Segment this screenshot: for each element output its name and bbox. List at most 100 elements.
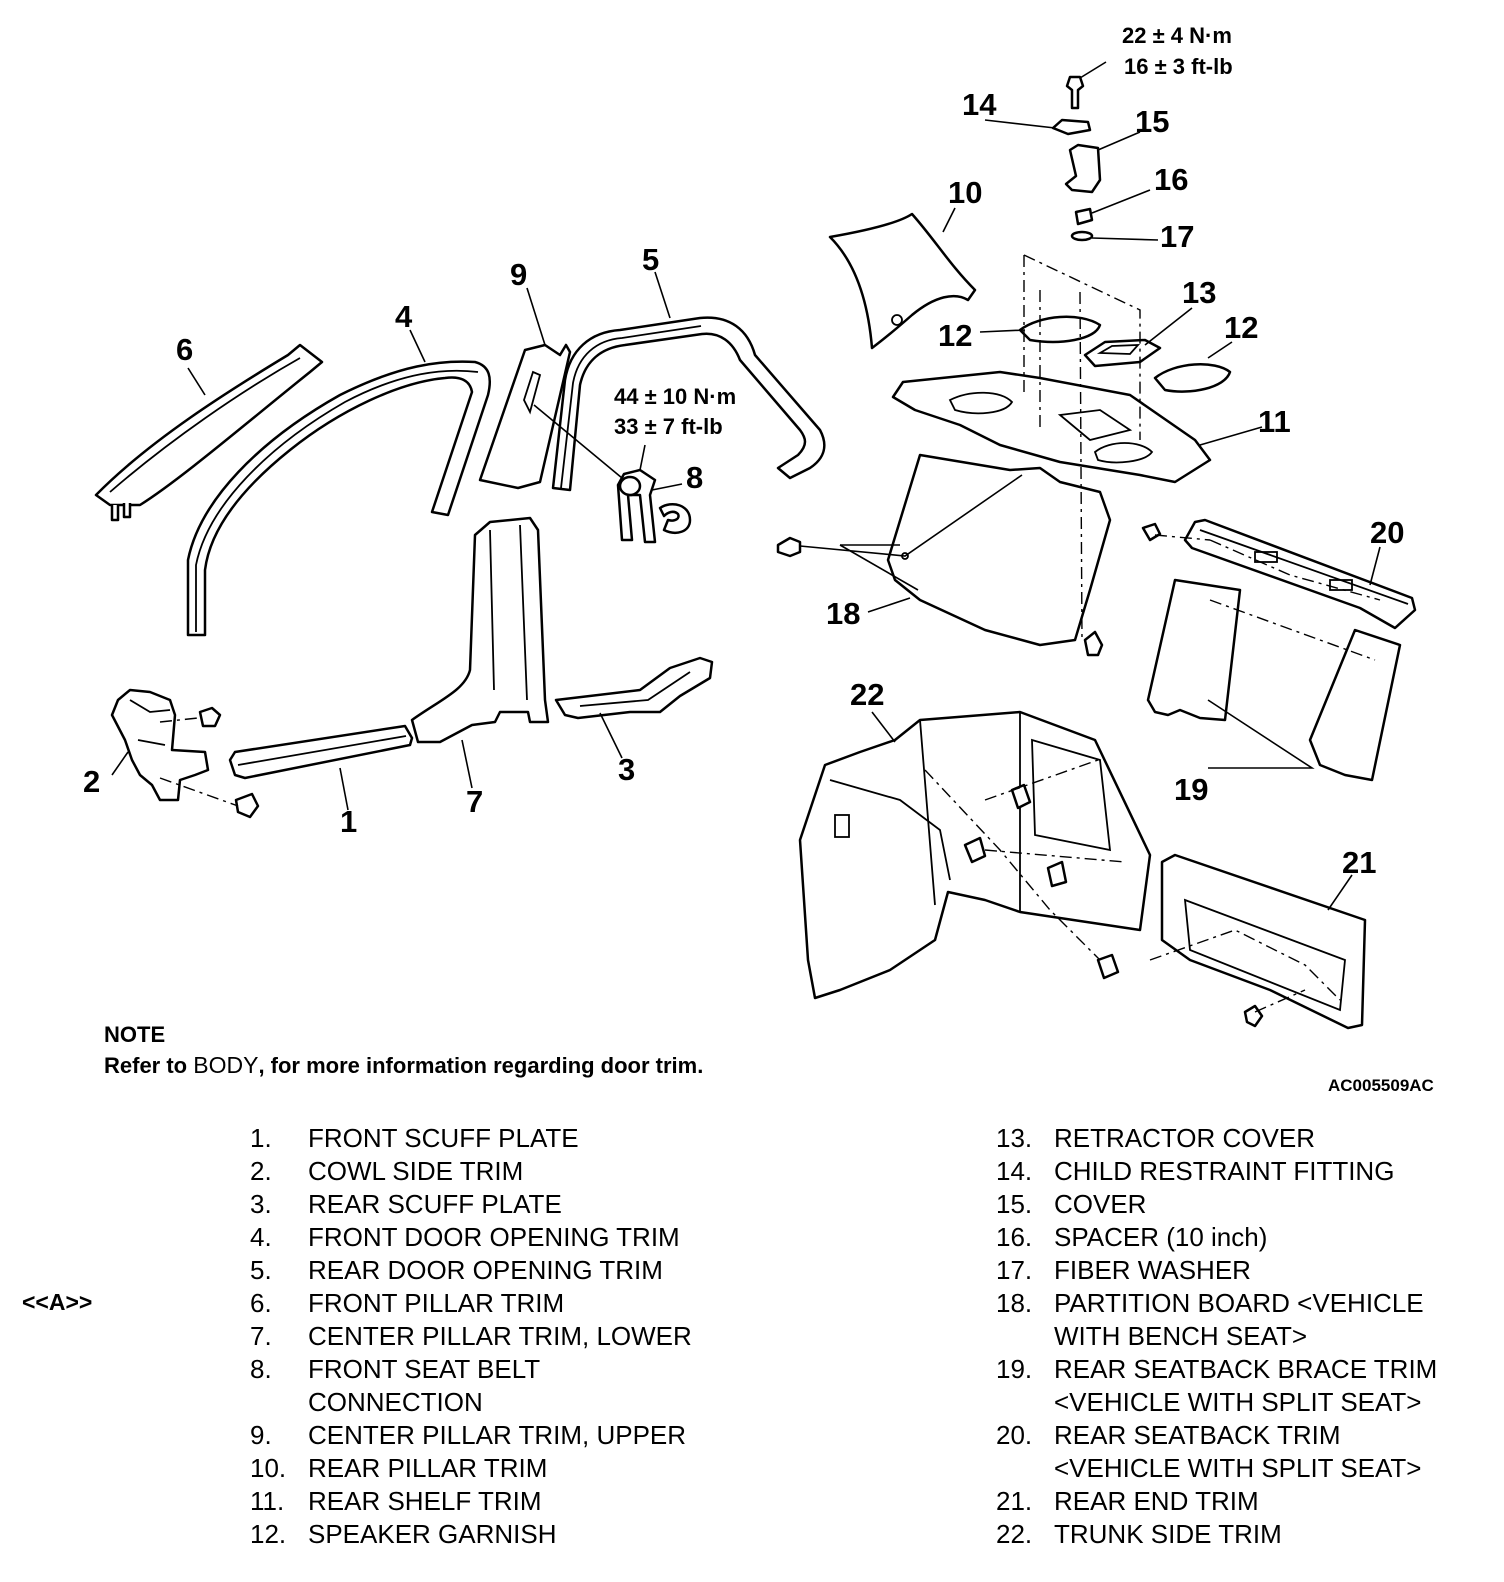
legend-item-text: REAR SEATBACK BRACE TRIM xyxy=(1054,1354,1438,1384)
trunk-side-trim-part xyxy=(798,710,1152,1000)
callout-3: 3 xyxy=(618,752,635,787)
legend-item-text: SPEAKER GARNISH xyxy=(308,1519,557,1549)
rear-door-opening-trim-part xyxy=(551,316,826,492)
legend-item-text: CONNECTION xyxy=(308,1387,483,1417)
front-door-opening-trim-part xyxy=(186,360,492,637)
rear-seatback-brace-trim-part xyxy=(1146,578,1402,782)
legend-item: 15. COVER xyxy=(996,1188,1496,1221)
legend-item-number: 1. xyxy=(250,1123,272,1153)
callout-18: 18 xyxy=(826,596,860,631)
legend-item: 21.REAR END TRIM xyxy=(996,1485,1496,1518)
legend-item-text: COVER xyxy=(1054,1189,1147,1219)
marker-a: <<A>> xyxy=(22,1289,93,1315)
torque-mid-ftlb: 33 ± 7 ft-lb xyxy=(614,414,723,439)
rear-seatback-trim-part xyxy=(1141,518,1417,630)
legend-item: 7. CENTER PILLAR TRIM, LOWER xyxy=(250,1320,810,1353)
legend-item-number: 2. xyxy=(250,1156,272,1186)
callout-4: 4 xyxy=(395,299,413,334)
callout-16: 16 xyxy=(1154,162,1188,197)
legend-item: 8.FRONT SEAT BELT xyxy=(250,1353,810,1386)
legend-item-text: REAR SHELF TRIM xyxy=(308,1486,542,1516)
legend-item-number: 10. xyxy=(250,1453,287,1483)
legend-item-text: <VEHICLE WITH SPLIT SEAT> xyxy=(1054,1453,1422,1483)
legend-item-text: REAR SEATBACK TRIM xyxy=(1054,1420,1341,1450)
legend-item-number: 20. xyxy=(996,1420,1033,1450)
callout-numbers: 6 4 9 5 44 ± 10 N·m 33 ± 7 ft-lb 8 2 1 7… xyxy=(83,23,1434,1095)
legend-item-text: RETRACTOR COVER xyxy=(1054,1123,1315,1153)
legend-item-text: FRONT SCUFF PLATE xyxy=(308,1123,579,1153)
legend-item-text: WITH BENCH SEAT> xyxy=(1054,1321,1308,1351)
legend-item-number: 17. xyxy=(996,1255,1033,1285)
torque-top-nm: 22 ± 4 N·m xyxy=(1122,23,1232,48)
callout-9: 9 xyxy=(510,257,527,292)
legend-item: 22.TRUNK SIDE TRIM xyxy=(996,1518,1496,1551)
legend-item-text: FIBER WASHER xyxy=(1054,1255,1251,1285)
callout-21: 21 xyxy=(1342,845,1376,880)
legend-item: 1. FRONT SCUFF PLATE xyxy=(250,1122,810,1155)
legend-item: WITH BENCH SEAT> xyxy=(996,1320,1496,1353)
legend-item-text: CENTER PILLAR TRIM, LOWER xyxy=(308,1321,692,1351)
legend-item-number: 14. xyxy=(996,1156,1033,1186)
legend-item-text: FRONT PILLAR TRIM xyxy=(308,1288,565,1318)
legend-item-number: 15. xyxy=(996,1189,1033,1219)
note-text-pre: Refer to xyxy=(104,1053,194,1078)
callout-2: 2 xyxy=(83,764,100,799)
callout-1: 1 xyxy=(340,804,357,839)
callout-19: 19 xyxy=(1174,772,1208,807)
center-pillar-trim-lower-part xyxy=(410,516,550,744)
legend-item-number xyxy=(250,1386,308,1419)
legend-item-number: 18. xyxy=(996,1288,1033,1318)
legend-item-text: REAR SCUFF PLATE xyxy=(308,1189,562,1219)
rear-shelf-trim-part xyxy=(891,370,1212,484)
legend-item: 9. CENTER PILLAR TRIM, UPPER xyxy=(250,1419,810,1452)
legend-item-text: <VEHICLE WITH SPLIT SEAT> xyxy=(1054,1387,1422,1417)
legend-right: 13. RETRACTOR COVER 14. CHILD RESTRAINT FIT… xyxy=(996,1122,1496,1551)
leader-lines xyxy=(111,61,1381,911)
legend-item: CONNECTION xyxy=(250,1386,810,1419)
legend-item-text: CHILD RESTRAINT FITTING xyxy=(1054,1156,1395,1186)
rear-pillar-trim-part xyxy=(828,212,977,350)
note-text: Refer to BODY, for more information rega… xyxy=(104,1050,703,1081)
legend-item-number: 5. xyxy=(250,1255,272,1285)
partition-board-part xyxy=(776,453,1112,657)
hardware-stack-part xyxy=(1051,75,1102,242)
legend-item: 3. REAR SCUFF PLATE xyxy=(250,1188,810,1221)
callout-22: 22 xyxy=(850,677,884,712)
legend-item-number: 13. xyxy=(996,1123,1033,1153)
front-scuff-plate-part xyxy=(228,724,414,780)
legend-item: 12. SPEAKER GARNISH xyxy=(250,1518,810,1551)
legend-item: 20. REAR SEATBACK TRIM xyxy=(996,1419,1496,1452)
legend-item: 18. PARTITION BOARD <VEHICLE xyxy=(996,1287,1496,1320)
legend-item: 11.REAR SHELF TRIM xyxy=(250,1485,810,1518)
legend-item: 10.REAR PILLAR TRIM xyxy=(250,1452,810,1485)
callout-14: 14 xyxy=(962,87,997,122)
torque-top-ftlb: 16 ± 3 ft-lb xyxy=(1124,54,1233,79)
legend-item-number: 9. xyxy=(250,1420,272,1450)
legend-item-number xyxy=(996,1320,1054,1353)
callout-6: 6 xyxy=(176,332,193,367)
center-pillar-trim-upper-part xyxy=(478,343,572,490)
legend-item-number: 12. xyxy=(250,1519,287,1549)
alignment-lines xyxy=(159,254,1381,1013)
legend-item-number: 7. xyxy=(250,1321,272,1351)
legend-item: 16.SPACER (10 inch) xyxy=(996,1221,1496,1254)
callout-7: 7 xyxy=(466,784,483,819)
callout-12-right: 12 xyxy=(1224,310,1258,345)
legend-item-text: REAR DOOR OPENING TRIM xyxy=(308,1255,663,1285)
callout-17: 17 xyxy=(1160,219,1194,254)
callout-15: 15 xyxy=(1135,104,1169,139)
front-pillar-trim-part xyxy=(94,343,324,522)
body-reference-link[interactable]: BODY xyxy=(193,1052,259,1078)
legend-item-text: CENTER PILLAR TRIM, UPPER xyxy=(308,1420,687,1450)
legend-item: 14. CHILD RESTRAINT FITTING xyxy=(996,1155,1496,1188)
legend-item: 17. FIBER WASHER xyxy=(996,1254,1496,1287)
legend-item-number: 8. xyxy=(250,1354,272,1384)
callout-8: 8 xyxy=(686,460,703,495)
legend-item-number xyxy=(996,1452,1054,1485)
legend-item-number: 3. xyxy=(250,1189,272,1219)
legend-item-text: PARTITION BOARD <VEHICLE xyxy=(1054,1288,1424,1318)
note-block: NOTE Refer to BODY, for more information… xyxy=(104,1020,703,1081)
legend-item-number: 16. xyxy=(996,1222,1033,1252)
figure-id: AC005509AC xyxy=(1328,1076,1434,1095)
